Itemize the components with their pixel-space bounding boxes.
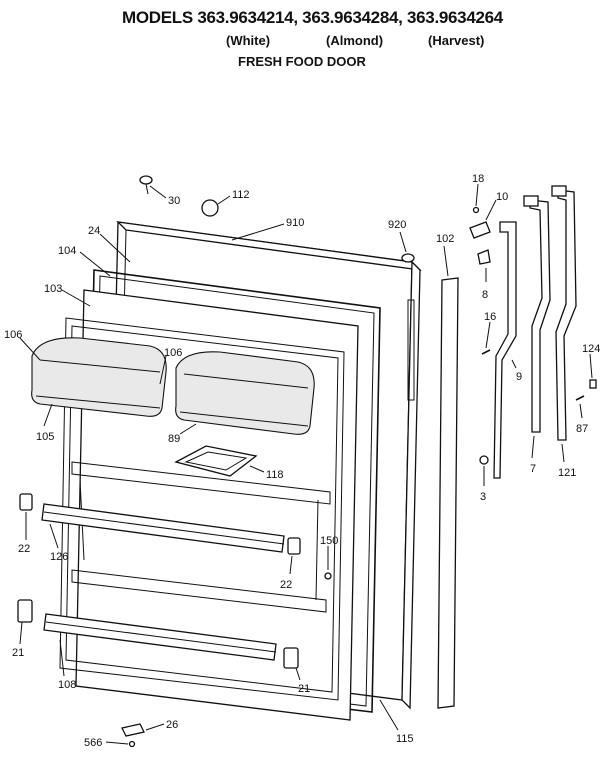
shelf-end-21-left: [17, 599, 33, 623]
callout-920: 920: [388, 219, 406, 231]
hinge-bar-121: [551, 185, 577, 441]
callout-106-right: 106: [164, 347, 182, 359]
callout-106-left: 106: [4, 329, 22, 341]
screw-16: [481, 349, 491, 355]
hinge-cover-26: [121, 723, 145, 737]
shelf-end-22-right: [287, 537, 301, 555]
callout-910: 910: [286, 217, 304, 229]
callout-16: 16: [484, 311, 496, 323]
door-shelf-lower: [43, 613, 277, 661]
diagram-title: MODELS 363.9634214, 363.9634284, 363.963…: [122, 8, 503, 27]
callout-566: 566: [84, 737, 102, 749]
callout-150: 150: [320, 535, 338, 547]
callout-labels: 30 112 910 920 24 104 103 106 106 105 89…: [4, 173, 600, 749]
part-124: [589, 379, 597, 389]
callout-22-left: 22: [18, 543, 30, 555]
callout-115: 115: [396, 733, 414, 745]
part-3: [479, 455, 489, 465]
callout-102: 102: [436, 233, 454, 245]
hinge-bar-7: [523, 195, 551, 433]
screw-87: [575, 395, 585, 401]
callout-87: 87: [576, 423, 588, 435]
callout-3: 3: [480, 491, 486, 503]
dairy-door-left: [31, 337, 167, 417]
color-label-almond: (Almond): [326, 33, 384, 48]
hinge-bracket-9: [493, 221, 517, 479]
color-label-harvest: (Harvest): [428, 33, 485, 48]
callout-22-right: 22: [280, 579, 292, 591]
screw-150: [324, 572, 332, 580]
callout-30: 30: [168, 195, 180, 207]
callout-7: 7: [530, 463, 536, 475]
callout-126: 126: [50, 551, 68, 563]
screw-18: [472, 206, 480, 214]
callout-18: 18: [472, 173, 484, 185]
callout-121: 121: [558, 467, 576, 479]
callout-10: 10: [496, 191, 508, 203]
shelf-end-21-right: [283, 647, 299, 669]
egg-tray: [174, 445, 258, 477]
callout-21-left: 21: [12, 647, 24, 659]
callout-105: 105: [36, 431, 54, 443]
callout-104: 104: [58, 245, 76, 257]
callout-9: 9: [516, 371, 522, 383]
leader-lines: [19, 183, 593, 745]
callout-112: 112: [232, 189, 250, 201]
callout-103: 103: [44, 283, 62, 295]
callout-118: 118: [266, 469, 284, 481]
screw-30: [139, 175, 153, 195]
callout-124: 124: [582, 343, 600, 355]
callout-108: 108: [58, 679, 76, 691]
dairy-door-right: [175, 351, 315, 435]
trim-strip-102: [437, 277, 459, 709]
plug-112: [201, 199, 219, 217]
callout-24: 24: [88, 225, 100, 237]
callout-26: 26: [166, 719, 178, 731]
part-8: [477, 249, 491, 265]
door-shelf-upper: [41, 503, 285, 553]
callout-8: 8: [482, 289, 488, 301]
diagram-subtitle: FRESH FOOD DOOR: [238, 54, 366, 69]
color-label-white: (White): [226, 33, 271, 48]
callout-21-right: 21: [298, 683, 310, 695]
screw-566: [128, 740, 136, 748]
bracket-10: [469, 221, 491, 239]
plug-920: [401, 253, 415, 263]
shelf-end-22-left: [19, 493, 33, 511]
callout-89: 89: [168, 433, 180, 445]
